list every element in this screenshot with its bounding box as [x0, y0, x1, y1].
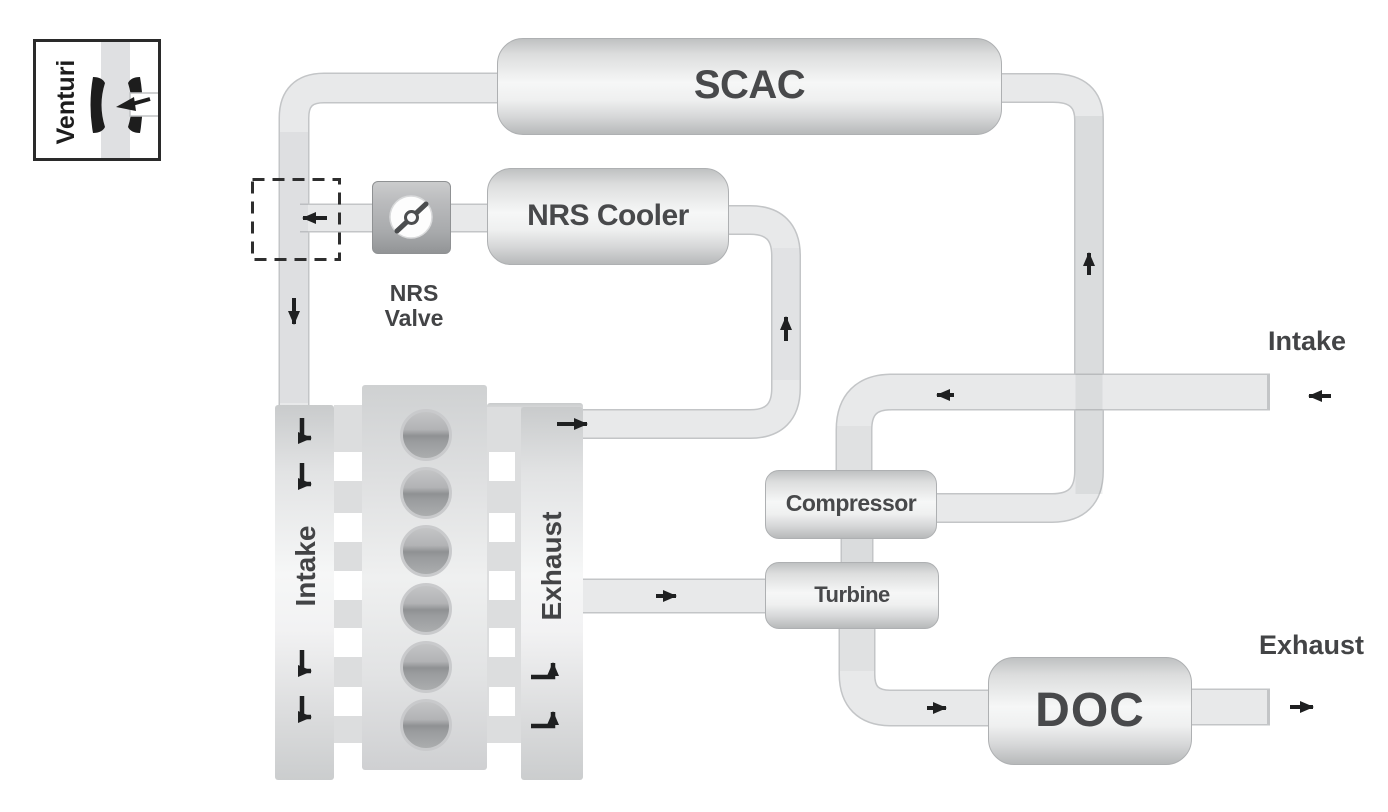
nrs-valve-label: NRS Valve	[352, 281, 476, 331]
doc-block: DOC	[988, 657, 1192, 765]
intake-inlet-label: Intake	[1267, 326, 1347, 356]
engine-cylinder-block	[362, 385, 487, 770]
exhaust-port	[489, 687, 515, 716]
exhaust-port	[489, 571, 515, 600]
butterfly-valve-icon	[389, 195, 433, 239]
intake-manifold-label: Intake	[290, 525, 321, 607]
venturi-legend-box: Venturi	[33, 39, 161, 161]
turbine-block: Turbine	[765, 562, 939, 629]
nrs-cooler-block: NRS Cooler	[487, 168, 729, 265]
nrs-valve-label-line2: Valve	[384, 305, 444, 331]
nrs-cooler-label: NRS Cooler	[527, 198, 689, 232]
pipe-compressor-to-scac-outline	[937, 73, 1104, 523]
intake-port	[334, 687, 362, 716]
intake-port	[334, 571, 362, 600]
doc-label: DOC	[1035, 683, 1145, 737]
intake-port	[334, 628, 362, 657]
scac-block: SCAC	[497, 38, 1002, 135]
turbine-label: Turbine	[814, 581, 890, 607]
pipe-shade	[837, 426, 871, 470]
pipe-turbine-to-doc-outline	[838, 626, 992, 727]
nrs-valve	[372, 181, 451, 254]
compressor-label: Compressor	[785, 490, 917, 516]
exhaust-manifold-label: Exhaust	[536, 511, 567, 621]
pipe-shade	[842, 536, 872, 562]
pipe-turbine-to-doc	[840, 626, 992, 725]
intake-port	[334, 452, 362, 481]
compressor-block: Compressor	[765, 470, 937, 539]
pipe-intake-to-compressor-outline	[835, 373, 1270, 472]
venturi-location-dashed-box	[251, 178, 341, 261]
venturi-flow-arrow	[116, 97, 136, 111]
pipe-compressor-to-scac	[937, 74, 1103, 522]
exhaust-port	[489, 513, 515, 542]
venturi-constriction-icon	[90, 77, 158, 133]
venturi-pipe-strip	[101, 42, 130, 158]
pipe-shade	[1075, 116, 1103, 494]
pipe-shade	[840, 627, 874, 671]
exhaust-outlet-label: Exhaust	[1258, 630, 1365, 660]
pipe-shade	[772, 248, 800, 380]
intake-port	[334, 513, 362, 542]
pipe-shade	[280, 132, 308, 403]
pipe-intake-to-compressor	[837, 375, 1267, 472]
scac-label: SCAC	[693, 63, 806, 107]
venturi-legend-label: Venturi	[51, 59, 80, 145]
exhaust-port	[489, 628, 515, 657]
exhaust-port	[489, 452, 515, 481]
nrs-valve-label-line1: NRS	[389, 280, 439, 306]
